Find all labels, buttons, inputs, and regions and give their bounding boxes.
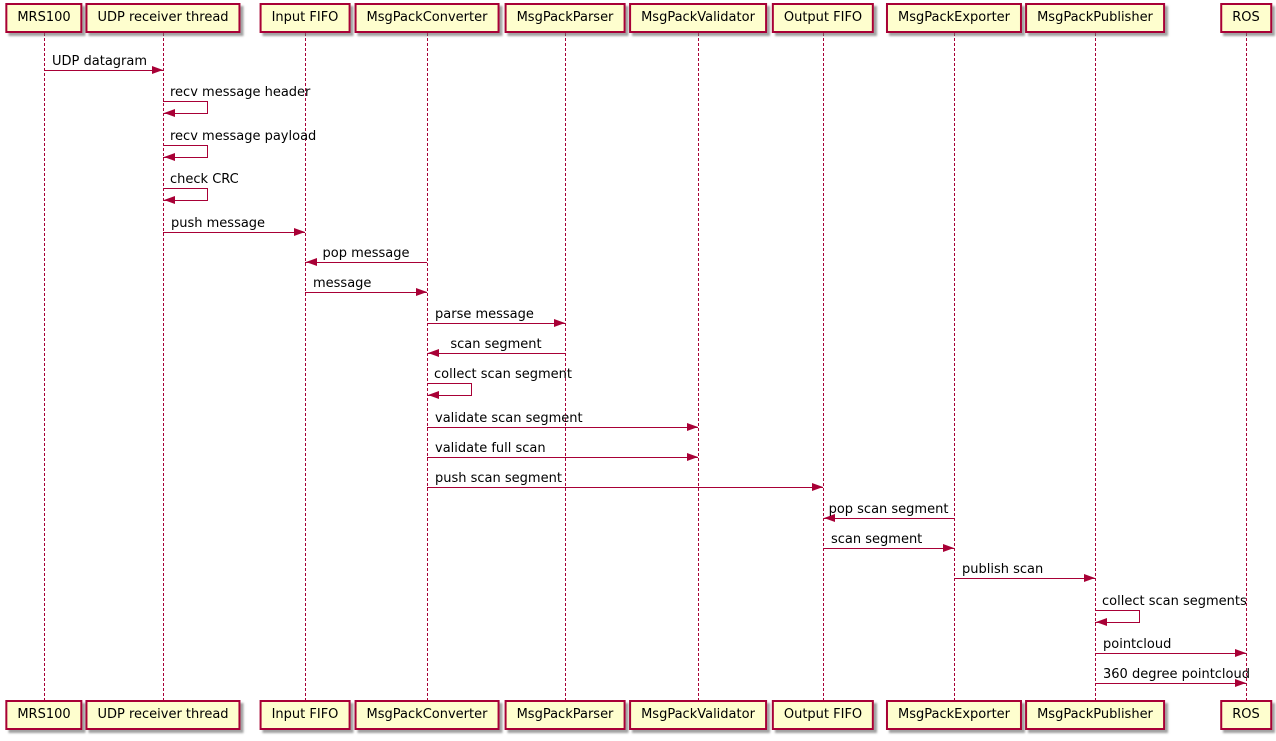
message-arrow-collect-scan-segments xyxy=(1095,610,1140,623)
message-line-360-degree-pointcloud xyxy=(1095,683,1246,684)
message-line-scan-segment xyxy=(427,353,565,354)
message-arrowhead-collect-scan-segment xyxy=(428,391,439,399)
message-arrowhead-pop-scan-segment xyxy=(824,514,835,522)
participant-msgpackexporter-top: MsgPackExporter xyxy=(885,3,1023,33)
participant-ros-top: ROS xyxy=(1220,3,1272,33)
participant-msgpackvalidator-bottom: MsgPackValidator xyxy=(629,700,767,730)
message-arrowhead-validate-scan-segment xyxy=(687,423,698,431)
message-line-parse-message xyxy=(427,323,565,324)
message-label-collect-scan-segment: collect scan segment xyxy=(434,367,572,382)
message-line-push-scan-segment xyxy=(427,487,823,488)
participant-msgpackconverter-top: MsgPackConverter xyxy=(354,3,500,33)
lifeline-msgpackexporter xyxy=(954,33,955,701)
participant-udp-receiver-thread-bottom: UDP receiver thread xyxy=(85,700,241,730)
participant-input-fifo-top: Input FIFO xyxy=(259,3,351,33)
lifeline-mrs100 xyxy=(44,33,45,701)
message-label-collect-scan-segments: collect scan segments xyxy=(1102,594,1247,609)
participant-msgpackpublisher-top: MsgPackPublisher xyxy=(1025,3,1165,33)
message-label-push-scan-segment: push scan segment xyxy=(435,471,562,486)
lifeline-udp-receiver-thread xyxy=(163,33,164,701)
message-line-validate-full-scan xyxy=(427,457,698,458)
message-line-pointcloud xyxy=(1095,653,1246,654)
message-arrowhead-recv-message-payload xyxy=(164,153,175,161)
message-arrowhead-parse-message xyxy=(554,319,565,327)
participant-output-fifo-top: Output FIFO xyxy=(771,3,875,33)
participant-msgpackparser-top: MsgPackParser xyxy=(504,3,626,33)
message-arrowhead-scan-segment xyxy=(943,544,954,552)
message-label-validate-full-scan: validate full scan xyxy=(435,441,546,456)
participant-udp-receiver-thread-top: UDP receiver thread xyxy=(85,3,241,33)
message-arrowhead-push-scan-segment xyxy=(812,483,823,491)
message-arrowhead-pointcloud xyxy=(1235,649,1246,657)
participant-ros-bottom: ROS xyxy=(1220,700,1272,730)
message-arrowhead-360-degree-pointcloud xyxy=(1235,679,1246,687)
message-label-recv-message-header: recv message header xyxy=(170,85,311,100)
message-line-scan-segment xyxy=(823,548,954,549)
message-label-udp-datagram: UDP datagram xyxy=(52,54,148,69)
message-label-parse-message: parse message xyxy=(435,307,534,322)
message-arrowhead-collect-scan-segments xyxy=(1096,618,1107,626)
message-label-scan-segment: scan segment xyxy=(450,337,542,352)
lifeline-input-fifo xyxy=(305,33,306,701)
lifeline-ros xyxy=(1246,33,1247,701)
message-arrow-recv-message-payload xyxy=(163,145,208,158)
lifeline-msgpackparser xyxy=(565,33,566,701)
message-label-pop-scan-segment: pop scan segment xyxy=(828,502,949,517)
message-line-publish-scan xyxy=(954,578,1095,579)
participant-mrs100-top: MRS100 xyxy=(5,3,83,33)
participant-msgpackconverter-bottom: MsgPackConverter xyxy=(354,700,500,730)
message-arrowhead-check-crc xyxy=(164,196,175,204)
message-arrowhead-publish-scan xyxy=(1084,574,1095,582)
lifeline-msgpackvalidator xyxy=(698,33,699,701)
participant-output-fifo-bottom: Output FIFO xyxy=(771,700,875,730)
participant-msgpackvalidator-top: MsgPackValidator xyxy=(629,3,767,33)
message-label-check-crc: check CRC xyxy=(170,172,239,187)
message-arrowhead-validate-full-scan xyxy=(687,453,698,461)
message-arrowhead-udp-datagram xyxy=(152,66,163,74)
message-line-message xyxy=(305,292,427,293)
message-arrowhead-push-message xyxy=(294,228,305,236)
lifeline-msgpackpublisher xyxy=(1095,33,1096,701)
message-label-360-degree-pointcloud: 360 degree pointcloud xyxy=(1103,667,1250,682)
participant-msgpackexporter-bottom: MsgPackExporter xyxy=(885,700,1023,730)
message-label-scan-segment: scan segment xyxy=(831,532,923,547)
message-arrowhead-recv-message-header xyxy=(164,109,175,117)
message-arrowhead-message xyxy=(416,288,427,296)
message-arrowhead-scan-segment xyxy=(428,349,439,357)
message-label-recv-message-payload: recv message payload xyxy=(170,129,317,144)
message-arrow-collect-scan-segment xyxy=(427,383,472,396)
lifeline-msgpackconverter xyxy=(427,33,428,701)
message-line-pop-message xyxy=(305,262,427,263)
message-line-push-message xyxy=(163,232,305,233)
message-label-pop-message: pop message xyxy=(322,246,410,261)
participant-msgpackparser-bottom: MsgPackParser xyxy=(504,700,626,730)
message-label-message: message xyxy=(313,276,372,291)
message-line-udp-datagram xyxy=(44,70,163,71)
message-arrowhead-pop-message xyxy=(306,258,317,266)
message-label-pointcloud: pointcloud xyxy=(1103,637,1172,652)
message-label-validate-scan-segment: validate scan segment xyxy=(435,411,583,426)
participant-mrs100-bottom: MRS100 xyxy=(5,700,83,730)
message-arrow-check-crc xyxy=(163,188,208,201)
lifeline-output-fifo xyxy=(823,33,824,701)
participant-msgpackpublisher-bottom: MsgPackPublisher xyxy=(1025,700,1165,730)
message-label-push-message: push message xyxy=(171,216,266,231)
message-line-pop-scan-segment xyxy=(823,518,954,519)
message-label-publish-scan: publish scan xyxy=(962,562,1044,577)
participant-input-fifo-bottom: Input FIFO xyxy=(259,700,351,730)
message-arrow-recv-message-header xyxy=(163,101,208,114)
message-line-validate-scan-segment xyxy=(427,427,698,428)
